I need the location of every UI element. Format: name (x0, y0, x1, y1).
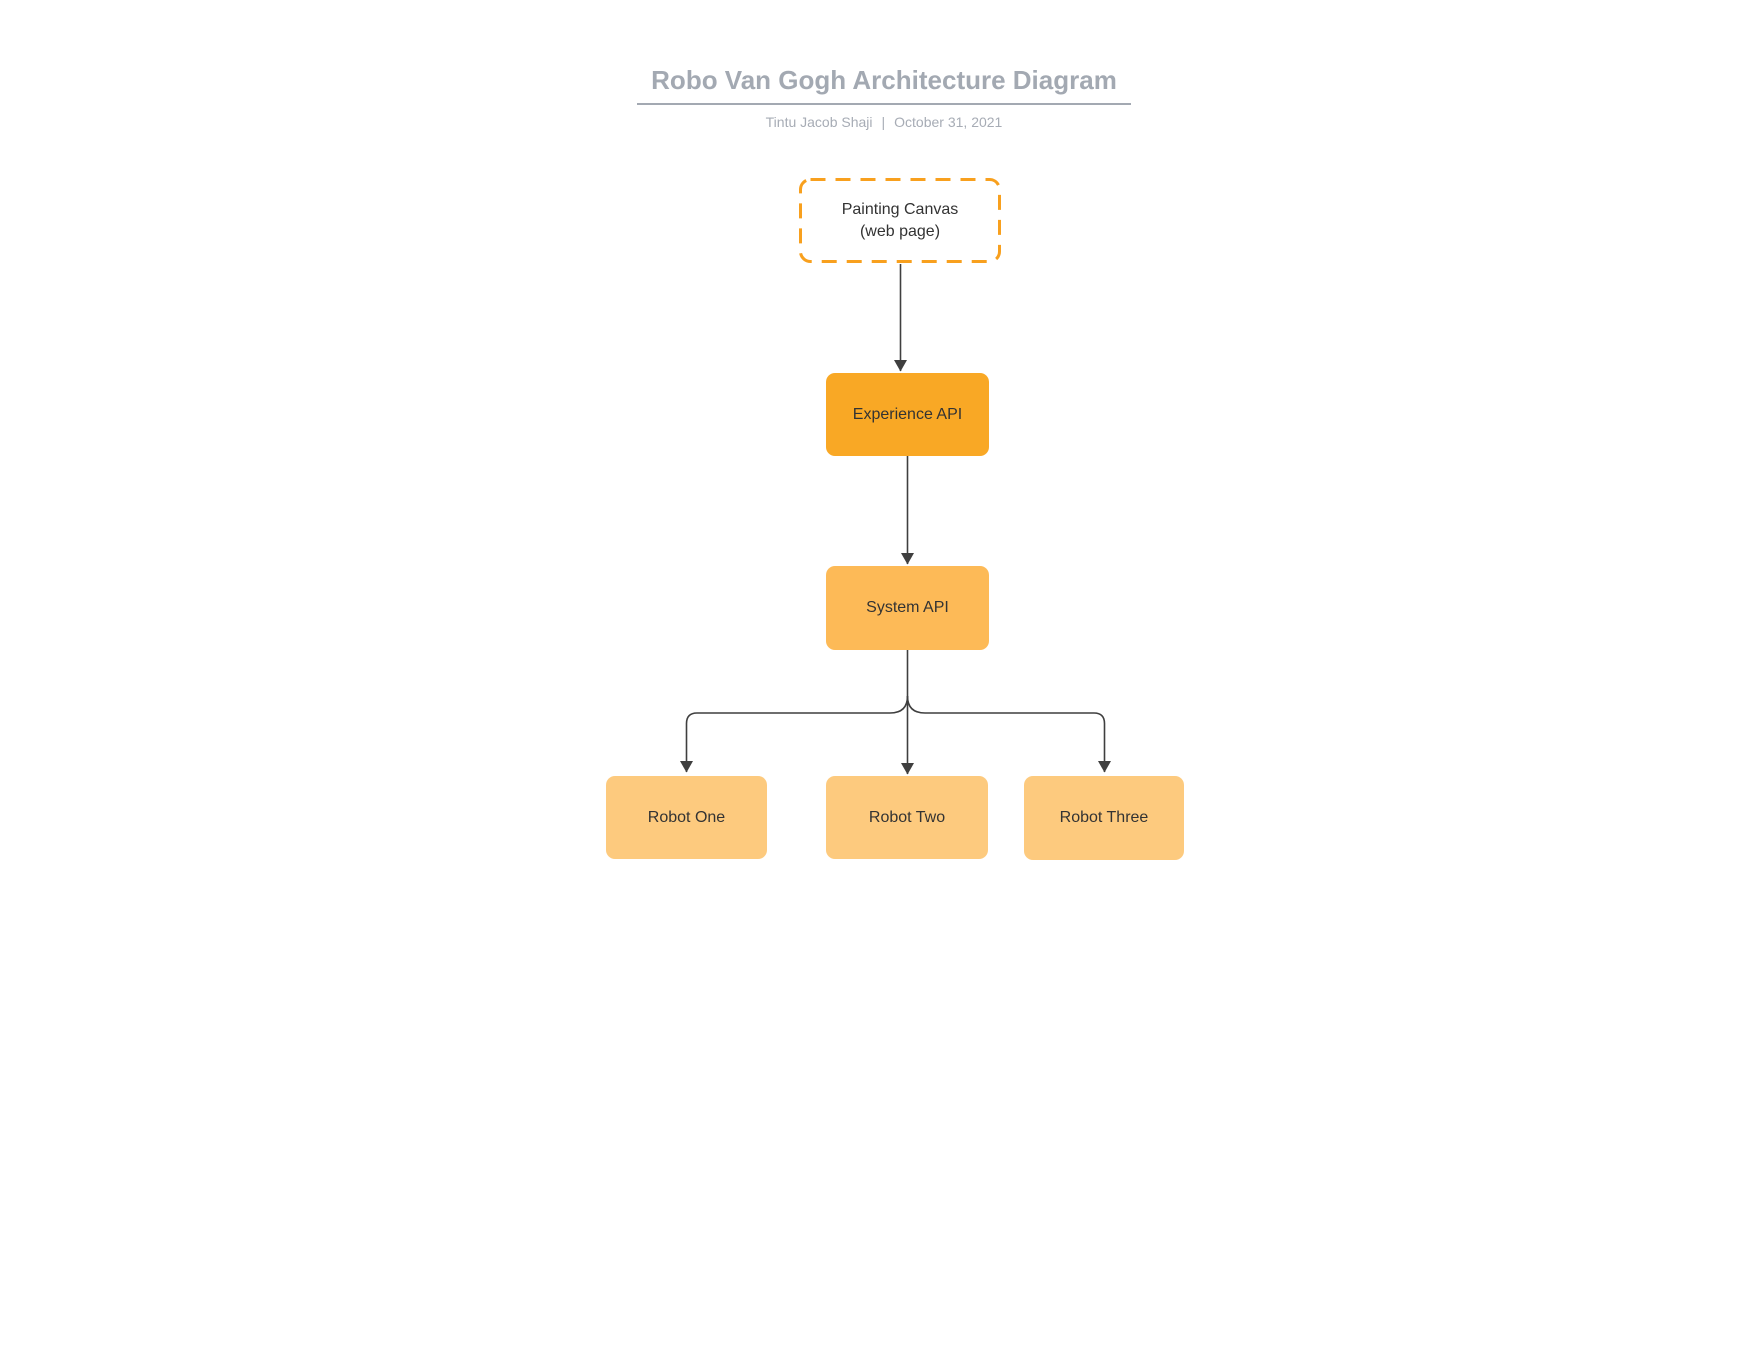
diagram-header: Robo Van Gogh Architecture Diagram Tintu… (637, 64, 1131, 130)
node-system-api: System API (826, 566, 989, 650)
node-label: Experience API (852, 405, 963, 423)
diagram-date: October 31, 2021 (894, 114, 1003, 130)
author-name: Tintu Jacob Shaji (765, 114, 873, 130)
page-title: Robo Van Gogh Architecture Diagram (637, 64, 1131, 105)
node-experience-api: Experience API (826, 373, 989, 456)
node-label-line1: Painting Canvas (841, 200, 959, 218)
connector-system-to-robot-one (680, 695, 909, 773)
diagram-subtitle: Tintu Jacob Shaji | October 31, 2021 (637, 114, 1131, 130)
node-label: Robot One (647, 808, 726, 826)
node-label-line2: (web page) (859, 222, 941, 240)
node-label: Robot Three (1059, 809, 1149, 826)
node-painting-canvas: Painting Canvas (web page) (799, 178, 1001, 263)
node-robot-two: Robot Two (826, 776, 988, 859)
node-label: Robot Two (868, 808, 946, 826)
node-robot-three: Robot Three (1024, 776, 1184, 860)
node-label: System API (866, 599, 949, 616)
dashed-border (799, 178, 1001, 263)
connector-system-to-robot-three (906, 695, 1111, 773)
node-robot-one: Robot One (606, 776, 767, 859)
subtitle-separator: | (881, 114, 886, 130)
